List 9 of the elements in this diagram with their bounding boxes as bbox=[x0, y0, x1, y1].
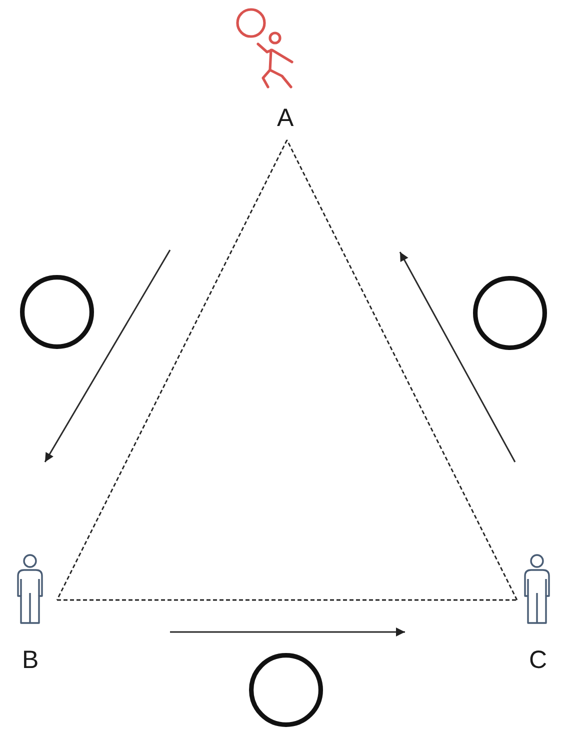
person-label: B bbox=[22, 646, 39, 674]
dashed-line bbox=[57, 599, 517, 601]
dashed-line bbox=[286, 140, 518, 600]
dashed-line bbox=[56, 140, 288, 600]
person-label: C bbox=[529, 646, 548, 674]
blank-circle bbox=[473, 276, 547, 350]
blank-circle bbox=[20, 275, 94, 349]
person-label: A bbox=[277, 104, 294, 132]
blank-circle bbox=[249, 653, 323, 727]
